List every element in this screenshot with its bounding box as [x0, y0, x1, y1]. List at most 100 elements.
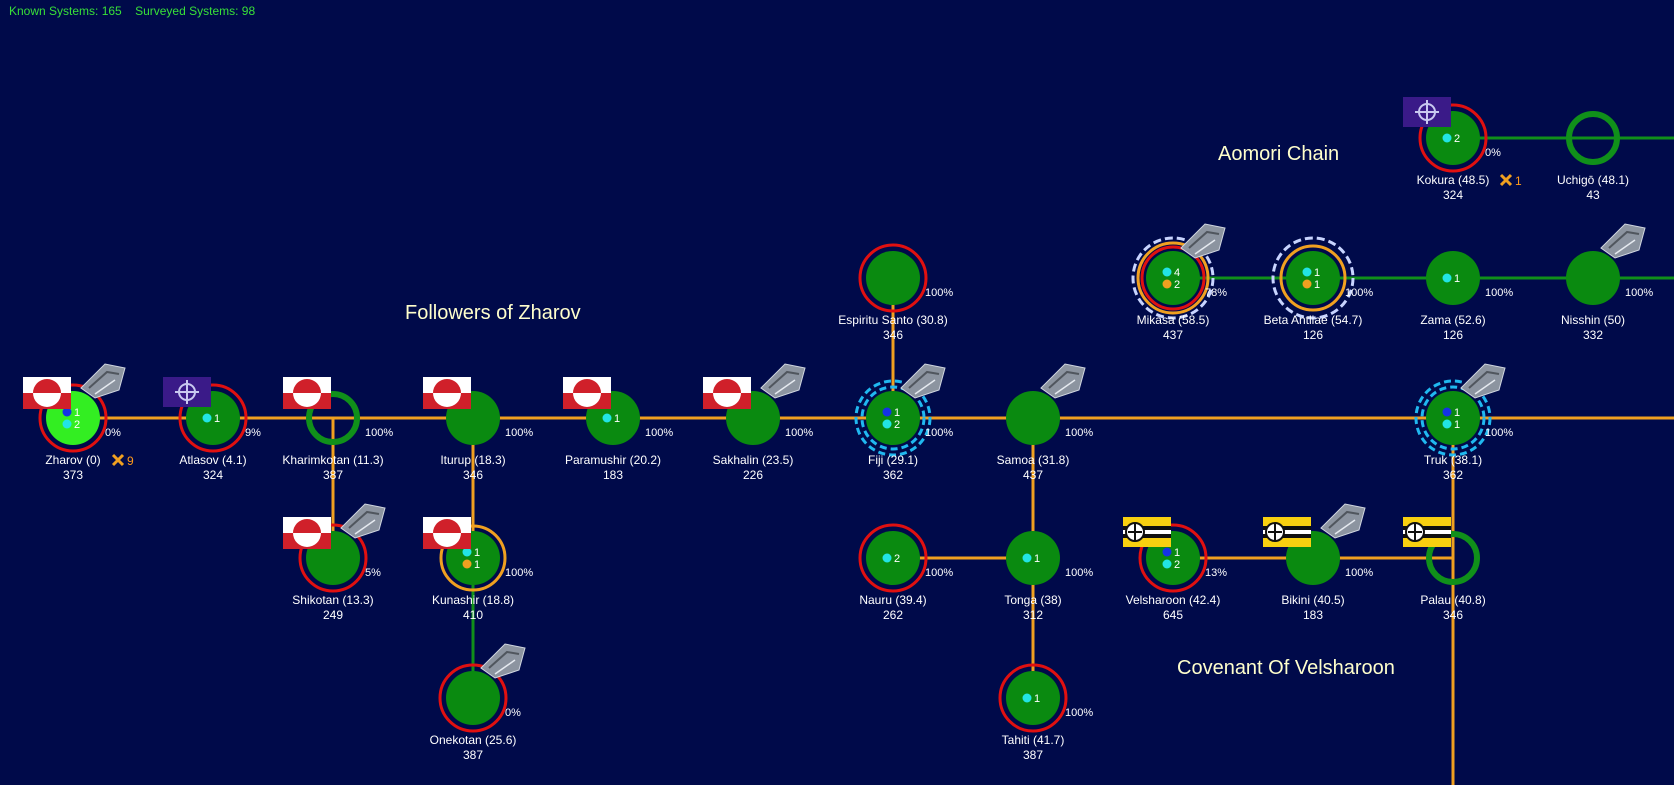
system-name: Tahiti (41.7) [1002, 733, 1065, 747]
threat-ring [38, 383, 108, 453]
system-espiritu[interactable]: 100%Espiritu Santo (30.8)346 [838, 243, 953, 342]
fleet-count: 1 [1454, 407, 1460, 419]
threat-ring [438, 663, 508, 733]
system-population: 262 [883, 608, 903, 622]
system-nisshin[interactable]: 100%Nisshin (50)332 [1561, 223, 1653, 342]
system-bikini[interactable]: 100%Bikini (40.5)183 [1263, 503, 1373, 622]
system-name: Velsharoon (42.4) [1126, 593, 1221, 607]
fleet-count: 1 [894, 407, 900, 419]
survey-percent: 5% [365, 567, 381, 579]
survey-percent: 9% [245, 427, 261, 439]
system-kharimkotan[interactable]: 100%Kharimkotan (11.3)387 [282, 377, 393, 482]
planet-icon [866, 531, 920, 585]
fleet-dot-orange [462, 559, 472, 569]
blockade-ring [860, 385, 926, 451]
system-name: Sakhalin (23.5) [713, 453, 794, 467]
system-atlasov[interactable]: 19%Atlasov (4.1)324 [163, 377, 261, 482]
system-population: 226 [743, 468, 763, 482]
survey-percent: 0% [1485, 147, 1501, 159]
faction-flag-icon [23, 377, 71, 409]
survey-ring [1271, 236, 1355, 320]
survey-percent: 100% [785, 427, 813, 439]
faction-flag-icon [283, 517, 331, 549]
faction-flag-icon [1263, 517, 1311, 547]
fleet-count: 2 [1174, 559, 1180, 571]
system-iturup[interactable]: 100%Iturup (18.3)346 [423, 377, 533, 482]
system-population: 126 [1443, 328, 1463, 342]
system-onekotan[interactable]: 0%Onekotan (25.6)387 [430, 643, 526, 762]
surveyed-systems-label: Surveyed Systems: 98 [135, 4, 256, 18]
fleet-count: 1 [1454, 419, 1460, 431]
system-name: Iturup (18.3) [440, 453, 505, 467]
region-label-velsharoon: Covenant Of Velsharoon [1177, 657, 1395, 679]
fleet-count: 1 [1034, 553, 1040, 565]
planet-icon [1006, 671, 1060, 725]
fleet-dot-cyan [1442, 273, 1452, 283]
fleet-dot-cyan [1302, 267, 1312, 277]
fleet-count: 4 [1174, 267, 1180, 279]
fleet-count: 2 [894, 419, 900, 431]
planet-icon [1566, 111, 1620, 165]
warship-icon [900, 363, 946, 399]
system-name: Palau (40.8) [1420, 593, 1485, 607]
fleet-dot-orange [1302, 279, 1312, 289]
survey-percent: 100% [1065, 427, 1093, 439]
planet-icon [1006, 531, 1060, 585]
fleet-dot-cyan [202, 413, 212, 423]
system-name: Samoa (31.8) [997, 453, 1070, 467]
system-name: Atlasov (4.1) [179, 453, 246, 467]
survey-percent: 100% [1065, 707, 1093, 719]
system-name: Beta Antliae (54.7) [1264, 313, 1363, 327]
system-samoa[interactable]: 100%Samoa (31.8)437 [997, 363, 1094, 482]
fleet-dot-cyan [882, 553, 892, 563]
system-shikotan[interactable]: 5%Shikotan (13.3)249 [283, 503, 386, 622]
system-palau[interactable]: Palau (40.8)346 [1403, 517, 1486, 622]
fleet-dot-blue [1442, 407, 1452, 417]
system-name: Espiritu Santo (30.8) [838, 313, 947, 327]
system-name: Nauru (39.4) [859, 593, 926, 607]
fleet-dot-cyan [62, 419, 72, 429]
system-population: 410 [463, 608, 483, 622]
system-name: Zharov (0) [45, 453, 100, 467]
system-population: 126 [1303, 328, 1323, 342]
system-population: 373 [63, 468, 83, 482]
system-population: 346 [883, 328, 903, 342]
combat-count: 9 [127, 454, 134, 468]
system-name: Shikotan (13.3) [292, 593, 373, 607]
system-sakhalin[interactable]: 100% Sakhalin (23.5)226 [703, 363, 813, 482]
system-population: 387 [463, 748, 483, 762]
survey-percent: 100% [1485, 287, 1513, 299]
system-uchigo[interactable]: Uchigō (48.1)43 [1557, 111, 1629, 202]
planet-icon [1426, 531, 1480, 585]
faction-flag-icon [423, 377, 471, 409]
planet-icon [446, 671, 500, 725]
system-population: 362 [883, 468, 903, 482]
planet-icon [866, 251, 920, 305]
faction-flag-icon [563, 377, 611, 409]
warship-icon [1180, 223, 1226, 259]
combat-icon [111, 453, 125, 467]
threat-ring [1418, 103, 1488, 173]
fleet-count: 1 [614, 413, 620, 425]
system-name: Nisshin (50) [1561, 313, 1625, 327]
warship-icon [760, 363, 806, 399]
fleet-dot-orange [1162, 279, 1172, 289]
known-systems-label: Known Systems: 165 [9, 4, 122, 18]
faction-flag-icon [1403, 97, 1451, 127]
colony-ring [1279, 244, 1347, 312]
